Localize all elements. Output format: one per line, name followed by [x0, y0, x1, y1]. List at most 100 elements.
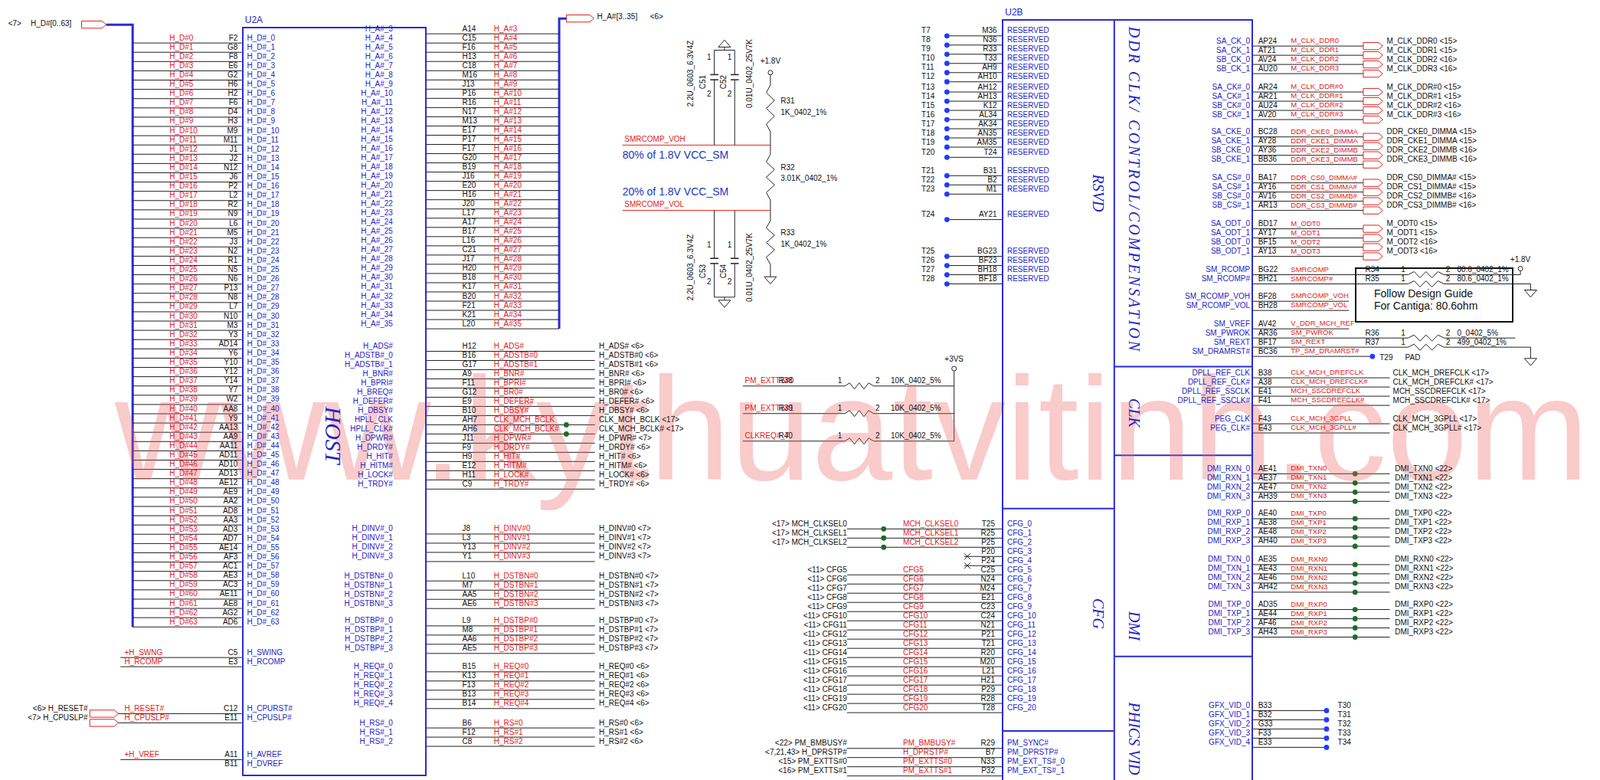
- pin-name: H_DSTBN#_2: [344, 589, 393, 599]
- pin-name: H_D#_63: [246, 617, 279, 626]
- pin-number: H2: [228, 88, 239, 98]
- offpage-label: CLK_MCH_3GPLL <17>: [1393, 414, 1478, 423]
- pin-number: N2: [228, 246, 239, 256]
- pin-name: SM_PWROK: [1205, 328, 1250, 338]
- pin-name: H_D#_53: [246, 524, 279, 534]
- section-label: CLK: [1126, 398, 1142, 428]
- no-connect: [964, 552, 971, 560]
- wire: [1253, 73, 1364, 75]
- pin-name: SB_ODT_1: [1210, 246, 1250, 256]
- net-label: H_D#55: [169, 543, 198, 552]
- offpage-flag: [1363, 188, 1383, 196]
- pin-number: R28: [981, 693, 995, 703]
- pin-name: CFG_11: [1007, 620, 1036, 629]
- pin-number: AH39: [1258, 491, 1278, 501]
- pin-number: AH6: [462, 424, 478, 433]
- pin-number: P25: [981, 537, 995, 547]
- offpage-label: H_BR0# <6>: [598, 387, 644, 396]
- test-point: [944, 60, 950, 66]
- part-value: 0.01U_0402_25V7K: [746, 39, 754, 108]
- wire: [723, 46, 725, 50]
- net-label: H_DINV#3: [494, 551, 531, 560]
- pin-number: G17: [462, 359, 478, 369]
- pin-name: SB_CS#_0: [1212, 191, 1250, 200]
- net-label: H_DPRSTP#: [903, 747, 949, 756]
- pin-number: AE41: [1258, 464, 1277, 473]
- net-label: MCH_CLKSEL1: [903, 528, 959, 537]
- offpage-label: <7>: [8, 19, 22, 28]
- ground-symbol: [1524, 290, 1537, 298]
- pin-name: H_HIT#: [366, 451, 393, 461]
- pin-number: AU20: [1258, 64, 1278, 73]
- pin-name: DMI_RXN_1: [1207, 473, 1250, 482]
- pin-number: E12: [462, 461, 477, 470]
- test-point: [944, 182, 950, 188]
- pin-name: H_D#_55: [246, 543, 279, 552]
- net-label: CLK_MCH_BCLK#: [494, 424, 560, 433]
- part-value: +1.8V: [760, 56, 781, 66]
- offpage-label: CLK_MCH_BCLK <17>: [598, 415, 680, 424]
- net-label: CFG12: [903, 629, 928, 639]
- net-label: CFG7: [903, 583, 924, 593]
- pin-name: H_D#_20: [246, 219, 279, 228]
- part-value: 80.6_0402_1%: [1456, 265, 1509, 274]
- pin-number: G2: [227, 70, 238, 79]
- pin-name: H_D#_33: [246, 339, 279, 348]
- wire: [1253, 636, 1391, 638]
- offpage-label: M_CLK_DDR0 <15>: [1387, 36, 1458, 46]
- pin-name: H_ADS#: [363, 341, 393, 351]
- offpage-label: DDR_CS2_DIMMB# <16>: [1387, 191, 1477, 200]
- pin-number: B6: [462, 718, 472, 727]
- pin-number: D4: [228, 107, 239, 116]
- net-label: H_D#16: [169, 181, 198, 190]
- pin-number: AP24: [1258, 36, 1277, 46]
- pin-number: AE40: [1258, 508, 1277, 517]
- pin-number: A9: [462, 369, 472, 378]
- pin-number: J1: [229, 144, 239, 154]
- pin-number: C24: [981, 611, 995, 620]
- wire: [734, 210, 736, 259]
- pin-number: R20: [981, 647, 995, 657]
- pin-name: CFG_9: [1007, 602, 1032, 611]
- pin-number: T26: [921, 255, 935, 265]
- net-label: M_CLK_DDR#1: [1290, 91, 1343, 101]
- net-label: DDR_CS3_DIMMB#: [1290, 201, 1358, 210]
- pin-number: T14: [921, 91, 935, 101]
- pin-number: AD13: [218, 468, 238, 478]
- pin-number: H21: [981, 675, 995, 684]
- offpage-label: DDR_CKE3_DIMMB <16>: [1387, 154, 1478, 164]
- net-label: CLK_MCH_DREFCLK#: [1290, 377, 1368, 387]
- offpage-label: M_ODT1 <15>: [1387, 228, 1438, 237]
- pin-number: AE9: [223, 487, 239, 496]
- wire: [426, 608, 596, 609]
- net-label: DMI_RXP0: [1290, 600, 1328, 609]
- net-label: H_BR0#: [494, 387, 524, 396]
- pin-name: H_D#_0: [246, 33, 275, 43]
- pin-number: T21: [921, 166, 935, 175]
- pin-number: E9: [462, 396, 472, 406]
- junction-dot: [1352, 534, 1358, 540]
- wire: [1253, 746, 1327, 748]
- net-label: H_D#43: [169, 431, 198, 441]
- net-label: H_A#27: [494, 245, 522, 254]
- pin-number: T33: [983, 53, 997, 63]
- wire: [426, 88, 560, 90]
- pin-number: T16: [921, 110, 935, 119]
- pin-name: H_D#_32: [246, 330, 279, 339]
- pin-number: AH9: [981, 62, 997, 72]
- net-label: M_ODT0: [1290, 219, 1321, 229]
- pin-name: H_A#_25: [360, 226, 393, 236]
- pin-number: T13: [921, 82, 935, 92]
- part-value: 80.6_0402_1%: [1456, 274, 1509, 283]
- pin-number: F17: [462, 143, 476, 153]
- pin-name: H_DINV#_2: [352, 542, 393, 551]
- offpage-label: H_BPRI# <6>: [598, 378, 647, 387]
- part-value: 1: [837, 403, 843, 413]
- pin-number: T11: [921, 62, 935, 72]
- net-label: H_REQ#2: [494, 680, 530, 689]
- pin-name: H_D#_18: [246, 199, 279, 209]
- pin-name: H_DEFER#: [353, 396, 393, 406]
- pin-number: L7: [229, 301, 238, 311]
- pin-name: H_A#_32: [360, 291, 393, 301]
- pin-name: H_A#_8: [365, 70, 393, 79]
